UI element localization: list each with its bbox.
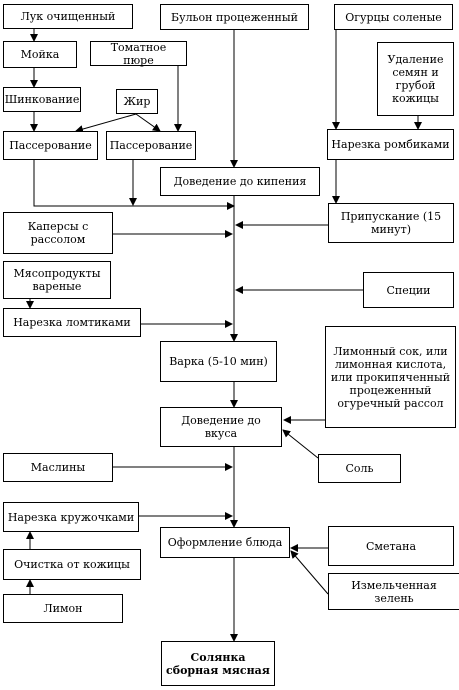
node-final: Солянка сборная мясная	[161, 641, 275, 686]
node-saute2-label: Пассерование	[109, 139, 193, 152]
node-salt-label: Соль	[345, 462, 374, 475]
node-lemon-label: Лимон	[43, 602, 83, 615]
node-fat-label: Жир	[123, 95, 151, 108]
node-boiling: Доведение до кипения	[160, 167, 320, 196]
node-spices: Специи	[363, 272, 454, 308]
node-poaching: Припускание (15 минут)	[328, 203, 454, 243]
node-shredding: Шинкование	[3, 87, 81, 112]
node-cucumbers-label: Огурцы соленые	[345, 10, 442, 24]
node-cooking-label: Варка (5-10 мин)	[169, 355, 268, 368]
node-tomato: Томатное пюре	[90, 40, 187, 67]
edge-saute1-main	[33, 160, 235, 210]
node-peeling: Очистка от кожицы	[3, 549, 141, 580]
node-salt: Соль	[318, 454, 401, 483]
node-saute2: Пассерование	[106, 131, 196, 160]
node-greens: Измельченная зелень	[328, 573, 459, 610]
node-broth-label: Бульон процеженный	[171, 10, 298, 24]
node-onion-label: Лук очищенный	[20, 10, 116, 23]
edge-greens-serving	[290, 550, 329, 595]
node-tomato-label: Томатное пюре	[110, 40, 167, 67]
node-slicing-label: Нарезка ломтиками	[13, 316, 131, 329]
node-lemonjuice: Лимонный сок, или лимонная кислота, или …	[325, 326, 456, 428]
node-circles-label: Нарезка кружочками	[7, 510, 135, 524]
node-boiling-label: Доведение до кипения	[173, 175, 307, 188]
node-capers-label: Каперсы с рассолом	[27, 220, 89, 246]
node-lemon: Лимон	[3, 594, 123, 623]
node-meat-label: Мясопродукты вареные	[13, 267, 101, 293]
edge-fat-saute1	[75, 113, 137, 133]
node-spices-label: Специи	[386, 283, 431, 297]
node-olives-label: Маслины	[30, 461, 86, 474]
node-taste-label: Доведение до вкуса	[181, 414, 261, 440]
node-diamonds: Нарезка ромбиками	[327, 129, 454, 160]
node-cucumbers: Огурцы соленые	[334, 4, 453, 30]
node-olives: Маслины	[3, 453, 113, 482]
node-washing: Мойка	[3, 41, 77, 68]
node-capers: Каперсы с рассолом	[3, 212, 113, 254]
node-meat: Мясопродукты вареные	[3, 261, 111, 299]
edge-fat-saute2	[135, 113, 161, 132]
edge-salt-taste	[282, 429, 319, 459]
node-diamonds-label: Нарезка ромбиками	[331, 138, 450, 151]
node-sourcream: Сметана	[328, 526, 454, 566]
node-shredding-label: Шинкование	[4, 93, 80, 106]
node-serving-label: Оформление блюда	[167, 536, 283, 549]
node-cooking: Варка (5-10 мин)	[160, 341, 277, 382]
node-saute1: Пассерование	[3, 131, 98, 160]
node-poaching-label: Припускание (15 минут)	[340, 210, 442, 236]
node-washing-label: Мойка	[20, 48, 60, 61]
node-taste: Доведение до вкуса	[160, 407, 282, 447]
node-sourcream-label: Сметана	[365, 539, 416, 553]
node-serving: Оформление блюда	[160, 527, 290, 558]
node-slicing: Нарезка ломтиками	[3, 308, 141, 337]
node-saute1-label: Пассерование	[9, 139, 92, 152]
node-fat: Жир	[116, 89, 158, 114]
node-greens-label: Измельченная зелень	[351, 578, 437, 605]
node-seeds-label: Удаление семян и грубой кожицы	[387, 53, 444, 105]
node-seeds: Удаление семян и грубой кожицы	[377, 42, 454, 116]
node-onion: Лук очищенный	[3, 4, 133, 29]
node-final-label: Солянка сборная мясная	[166, 650, 270, 677]
node-lemonjuice-label: Лимонный сок, или лимонная кислота, или …	[330, 344, 451, 410]
node-peeling-label: Очистка от кожицы	[14, 558, 130, 571]
node-circles: Нарезка кружочками	[3, 502, 139, 532]
node-broth: Бульон процеженный	[160, 4, 309, 30]
